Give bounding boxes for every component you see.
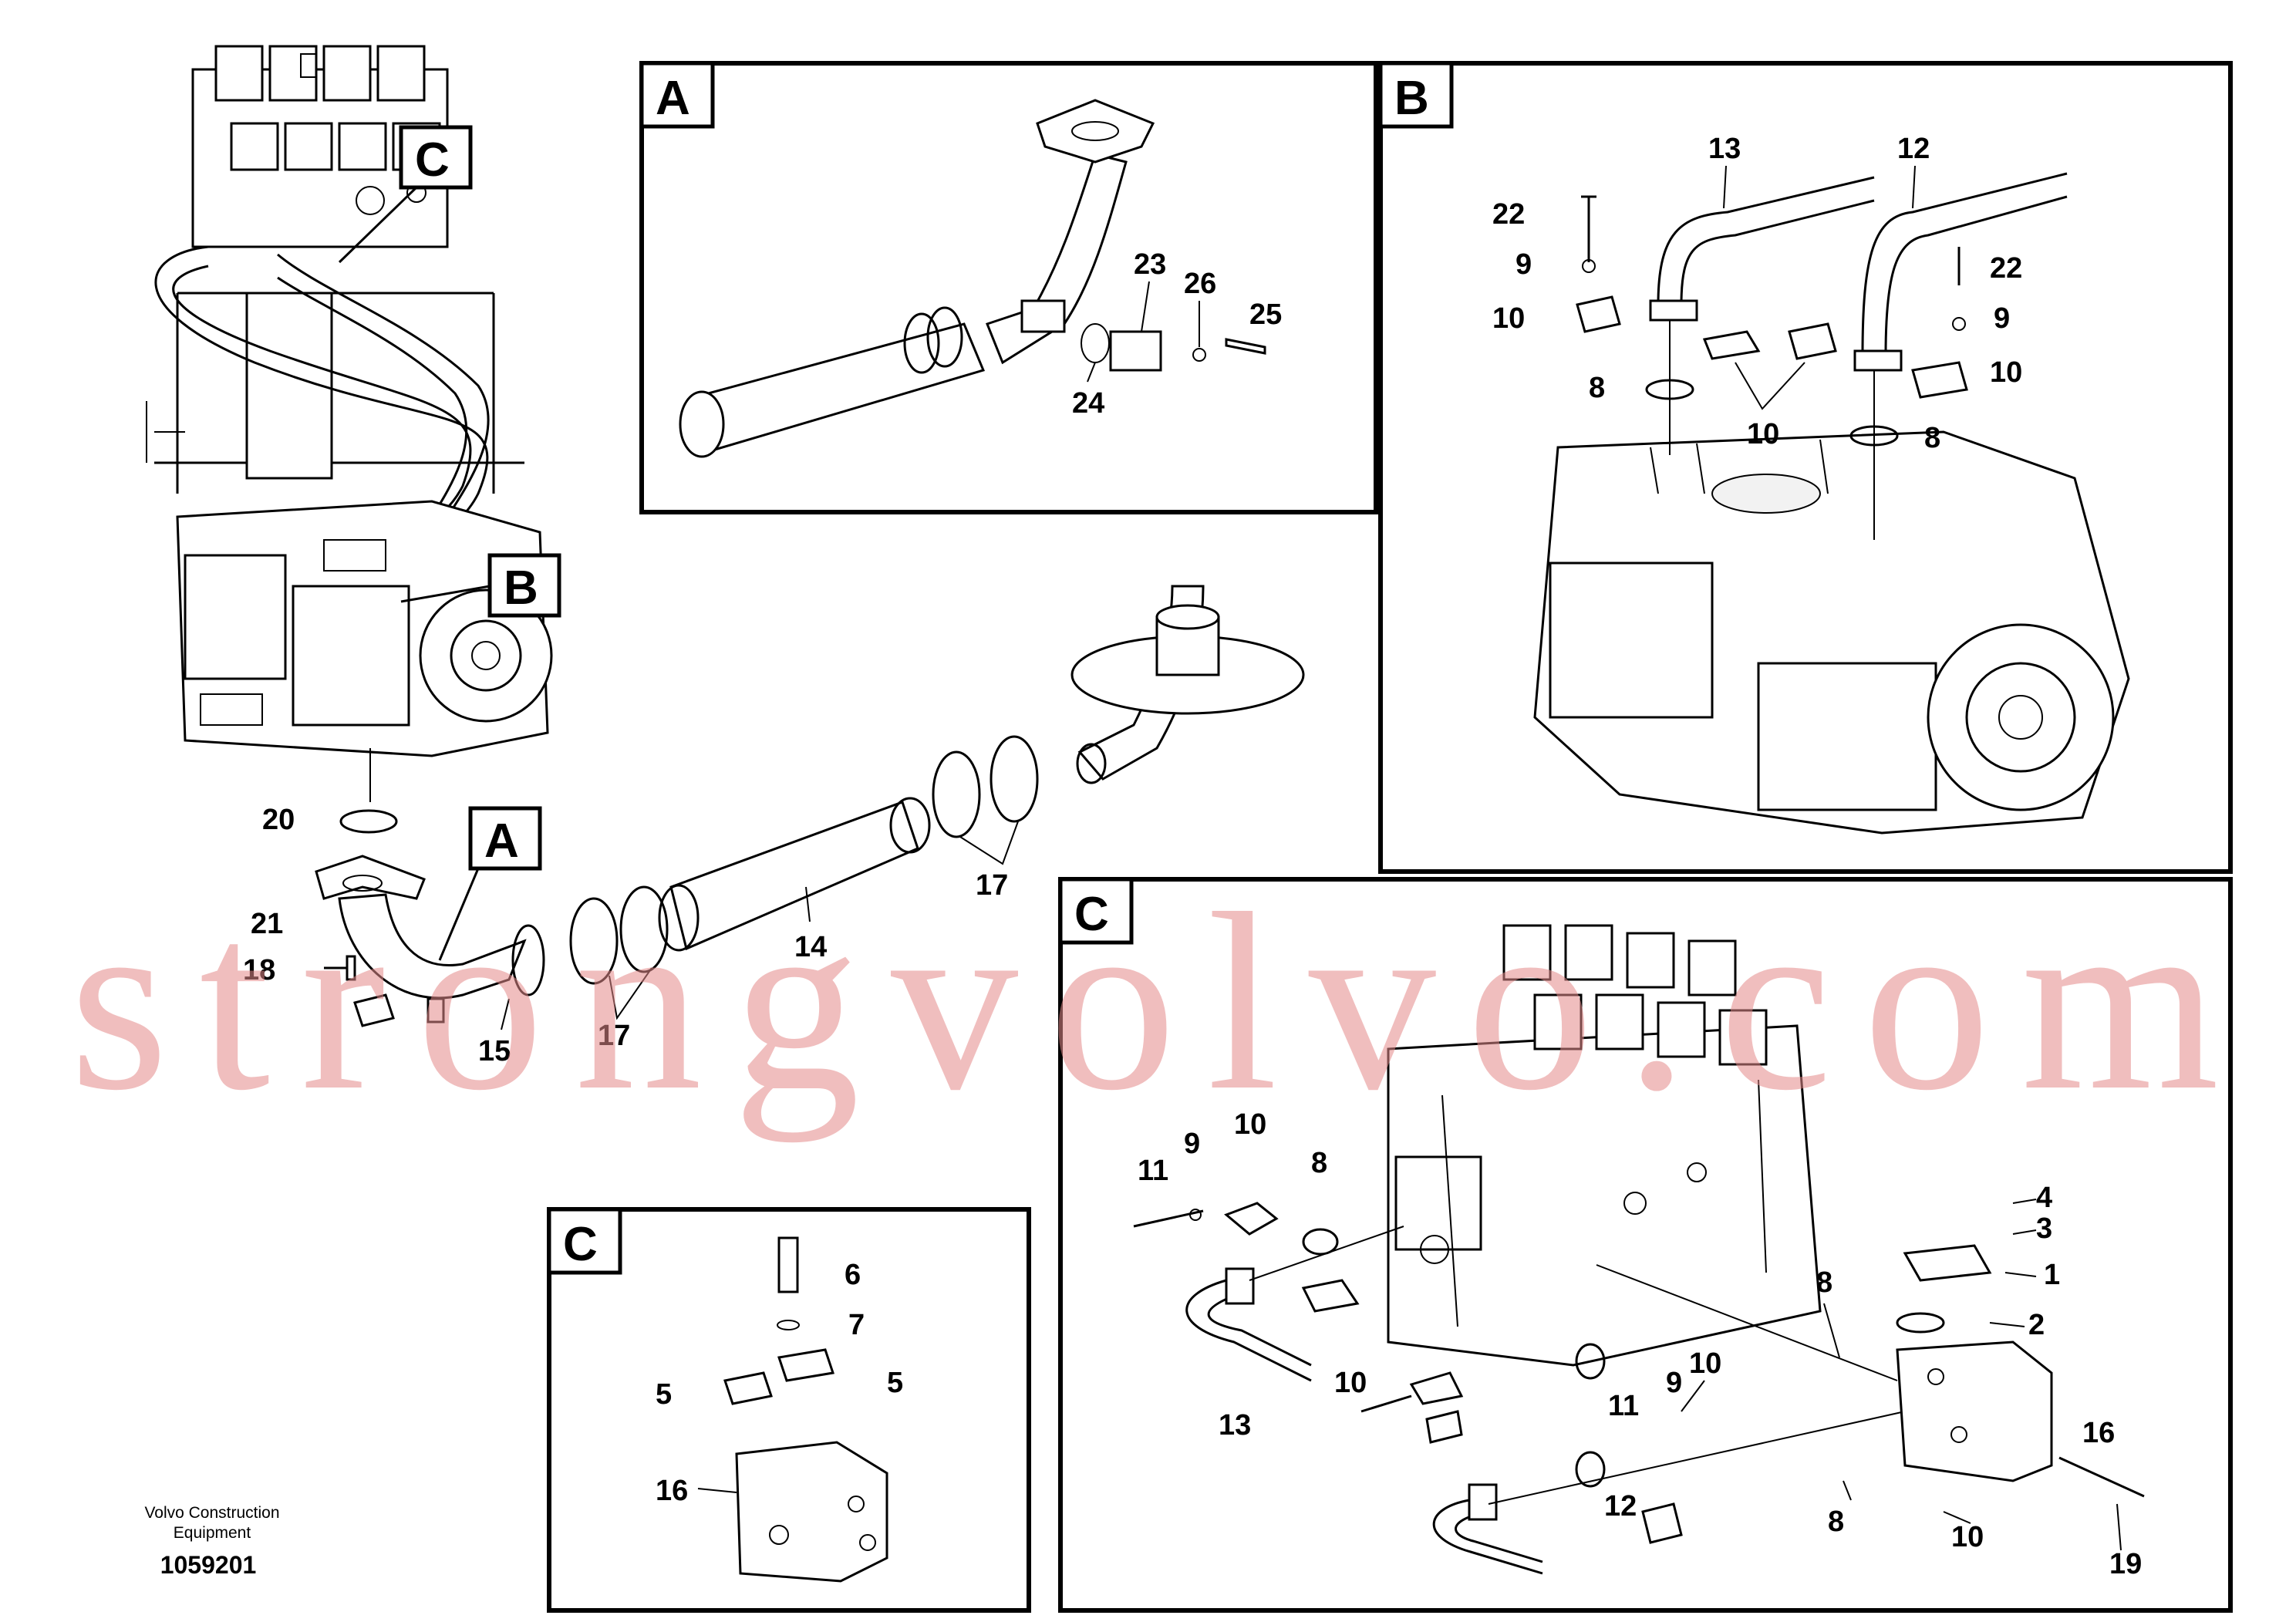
label-17-left: 17 <box>598 1020 630 1052</box>
label-10-right: 10 <box>1990 356 2022 389</box>
drawing-number: 1059201 <box>160 1551 257 1579</box>
label-26: 26 <box>1184 268 1216 300</box>
panel-a-title: A <box>656 72 690 125</box>
watermark-text: strongvolvo.com <box>69 862 2250 1143</box>
label-23: 23 <box>1134 248 1166 281</box>
svg-text:A: A <box>484 814 519 868</box>
label-16-small: 16 <box>656 1475 688 1507</box>
label-11-upper: 11 <box>1138 1155 1168 1187</box>
pump-illustration <box>176 500 553 757</box>
label-8-middle: 8 <box>1816 1266 1832 1299</box>
label-22-right: 22 <box>1990 252 2022 285</box>
panel-c-main-title: C <box>1074 888 1109 941</box>
label-19: 19 <box>2109 1548 2142 1580</box>
label-12: 12 <box>1897 133 1930 165</box>
label-10-center: 10 <box>1747 418 1779 450</box>
main-callout-labels: 15 17 17 18 14 21 20 <box>243 804 1019 1067</box>
label-14: 14 <box>794 931 827 963</box>
label-16-c: 16 <box>2082 1417 2115 1449</box>
label-9-right: 9 <box>1994 302 2010 335</box>
label-10-lower-right: 10 <box>1951 1521 1984 1553</box>
label-12-c: 12 <box>1604 1490 1637 1523</box>
detail-panel-c-main: C <box>1058 877 2233 1613</box>
label-4: 4 <box>2036 1182 2052 1214</box>
svg-text:B: B <box>504 561 538 615</box>
company-name-line1: Volvo Construction <box>144 1504 279 1522</box>
label-10-lower-left: 10 <box>1334 1367 1367 1399</box>
label-6: 6 <box>845 1259 861 1291</box>
callout-a-box: A <box>438 806 542 961</box>
label-5-right: 5 <box>887 1367 903 1399</box>
label-9-upper: 9 <box>1184 1128 1200 1160</box>
label-17-right: 17 <box>976 869 1008 902</box>
label-10-left: 10 <box>1492 302 1525 335</box>
label-11-lower: 11 <box>1608 1390 1639 1422</box>
label-8-right: 8 <box>1924 422 1940 454</box>
callout-b-box: B <box>400 553 561 618</box>
label-7: 7 <box>848 1309 865 1341</box>
label-15: 15 <box>478 1035 511 1067</box>
callout-c-box: C <box>338 125 473 264</box>
label-1: 1 <box>2044 1259 2060 1291</box>
detail-panel-c-small: C 6 7 5 5 16 <box>547 1207 1031 1613</box>
drawing-footer: Volvo Construction Equipment 1059201 <box>144 1504 279 1579</box>
label-22-left: 22 <box>1492 198 1525 231</box>
label-2: 2 <box>2028 1309 2045 1341</box>
panel-b-title: B <box>1394 72 1429 125</box>
label-18: 18 <box>243 954 275 986</box>
control-valve-illustration <box>146 45 524 494</box>
label-21: 21 <box>251 908 283 940</box>
label-13: 13 <box>1708 133 1741 165</box>
label-5-left: 5 <box>656 1378 672 1411</box>
label-8-lower: 8 <box>1828 1506 1844 1538</box>
label-13-c: 13 <box>1219 1409 1251 1442</box>
label-3: 3 <box>2036 1212 2052 1245</box>
detail-panel-a: A 23 24 25 26 <box>639 61 1378 514</box>
label-9-lower: 9 <box>1666 1367 1682 1399</box>
label-8-upper: 8 <box>1311 1147 1327 1179</box>
label-24: 24 <box>1072 387 1104 420</box>
detail-panel-b: B 22 9 10 8 13 12 <box>1378 61 2233 874</box>
suction-line-illustration <box>315 585 1305 1027</box>
company-name-line2: Equipment <box>174 1524 251 1542</box>
label-20: 20 <box>262 804 295 836</box>
label-9-left: 9 <box>1515 248 1532 281</box>
svg-text:C: C <box>415 133 450 187</box>
panel-c-small-title: C <box>563 1218 598 1271</box>
label-10-upper: 10 <box>1234 1108 1266 1141</box>
label-10-middle: 10 <box>1689 1347 1721 1380</box>
label-25: 25 <box>1249 298 1282 331</box>
label-8-left: 8 <box>1589 372 1605 404</box>
